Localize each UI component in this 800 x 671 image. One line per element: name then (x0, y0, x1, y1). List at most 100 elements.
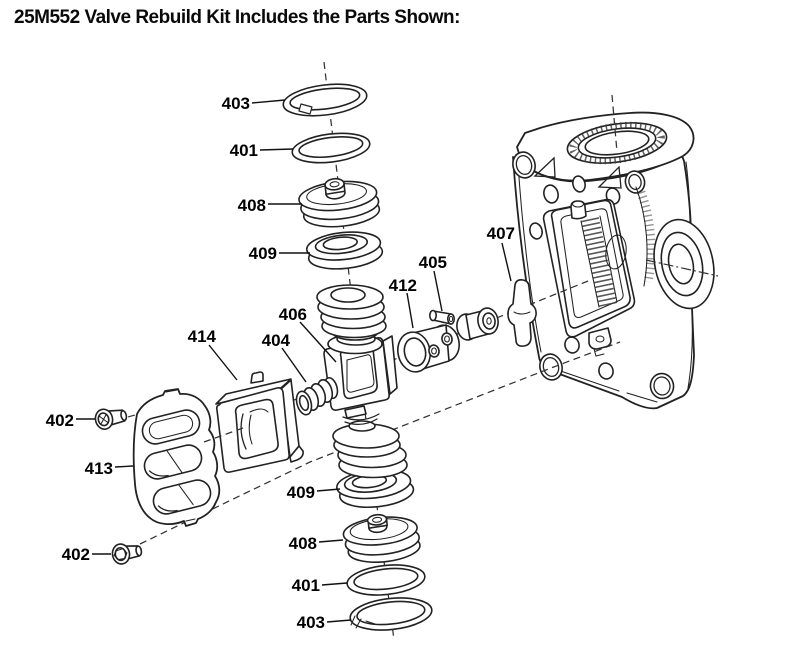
part-406-valve-body (323, 333, 398, 419)
plate-notch-lines (165, 389, 196, 522)
sleeve-edge-left (580, 220, 600, 308)
part-412-sleeve (397, 324, 460, 373)
socket-screw-hex (486, 317, 492, 325)
ring-clasp-detail (298, 103, 313, 115)
block-bottom-lip (289, 445, 304, 463)
sleeve-edge-right (599, 215, 618, 303)
part-label-414: 414 (188, 327, 217, 346)
part-408-piston-bottom (342, 513, 421, 563)
part-label-413: 413 (85, 459, 113, 478)
part-label-403-bottom: 403 (297, 613, 325, 632)
leader-lines (76, 99, 512, 623)
block-top-nub (250, 371, 264, 384)
part-label-402-top: 402 (46, 411, 74, 430)
window-bottom-tab (588, 327, 612, 350)
window-inner (560, 208, 624, 319)
leader-407 (501, 242, 512, 282)
plate-slot-2-divider (166, 450, 183, 473)
screw-tip (135, 545, 143, 557)
part-label-402-bottom: 402 (62, 545, 90, 564)
leader-403-top (251, 99, 286, 104)
chamfer-mark-1 (533, 156, 556, 178)
sleeve-hole-2 (441, 332, 453, 346)
piston-nub-hole (372, 516, 383, 523)
plate-slot-1 (141, 409, 201, 445)
part-408-piston-top (298, 177, 381, 228)
part-label-409-bottom: 409 (287, 483, 315, 502)
chamfer-mark-2 (597, 165, 622, 189)
part-404-spring (295, 376, 339, 416)
plate-slot-2 (143, 444, 203, 480)
screw-recess (114, 547, 127, 562)
block-window (234, 398, 279, 460)
housing-right-edge-line2 (687, 311, 693, 389)
axis-boss (645, 259, 719, 277)
part-labels: 403 401 408 409 406 414 404 402 413 402 … (46, 94, 515, 632)
leader-406 (299, 321, 337, 363)
part-label-401-bottom: 401 (292, 576, 320, 595)
leader-408-bottom (318, 539, 344, 543)
part-label-405: 405 (419, 253, 447, 272)
part-label-408-top: 408 (238, 196, 266, 215)
block-window-depth-1 (240, 413, 247, 450)
screw-tip (120, 410, 128, 422)
axis-screw-bottom (139, 341, 621, 545)
detent-pin-line (513, 311, 531, 315)
plate-slot-3-divider (178, 484, 194, 506)
detent-pin-body (507, 279, 537, 347)
part-label-403-top: 403 (222, 94, 250, 113)
o-ring-inner (298, 136, 364, 159)
part-label-408-bottom: 408 (289, 534, 317, 553)
part-409-seal-bottom (336, 468, 415, 509)
sleeve-open-end-inner (403, 337, 427, 367)
pin-left-end (428, 309, 437, 322)
o-ring-inner (353, 567, 419, 591)
leader-405 (433, 270, 443, 312)
side-boss-bore (667, 243, 695, 285)
body-bottom-tab (344, 405, 367, 419)
leader-413 (114, 465, 134, 468)
plate-slot-2-depth (148, 470, 169, 477)
part-402-screw-top (94, 408, 128, 430)
part-414-seat-housing (215, 371, 304, 473)
plate-slot-3-depth (157, 505, 178, 512)
window-sleeve-hatch (581, 217, 617, 307)
leader-401-top (259, 148, 294, 151)
sleeve-hole-2-inner (444, 335, 450, 343)
washer-arc-2 (344, 418, 378, 426)
part-413-valve-plate (132, 388, 221, 527)
sleeve-hole-1 (428, 344, 440, 358)
piston-nub-top (366, 513, 388, 526)
screw-drive-hex (113, 547, 128, 561)
pin-right-end-inner (448, 315, 454, 323)
leader-401-bottom (321, 582, 348, 586)
seal-hole (322, 236, 359, 251)
housing-foot-line (626, 392, 658, 403)
leader-414 (208, 344, 238, 381)
sleeve-hole-1-inner (431, 347, 437, 355)
part-403-ring-bottom (349, 597, 433, 631)
part-401-o-ring-bottom (346, 564, 426, 596)
part-label-407: 407 (487, 224, 515, 243)
pin-right-end (446, 313, 455, 325)
socket-screw (456, 307, 499, 341)
port-hole-6 (598, 362, 614, 380)
part-label-409-top: 409 (249, 244, 277, 263)
port-hole-1 (543, 184, 559, 204)
leader-403-bottom (326, 619, 352, 623)
housing-left-edge-line (517, 162, 542, 353)
mount-hole-br-inner (653, 376, 671, 396)
block-window-depth-2 (248, 408, 269, 445)
leader-412 (406, 292, 414, 329)
part-label-412: 412 (389, 276, 417, 295)
plate-slot-3 (152, 479, 212, 515)
bore-wall-curve (635, 186, 648, 287)
body-window-inset (346, 354, 375, 393)
part-label-404: 404 (262, 331, 291, 350)
disc-1-hole (330, 287, 366, 303)
ring-clasp-detail (350, 615, 376, 629)
part-409-seal-top (305, 231, 384, 270)
part-label-406: 406 (279, 305, 307, 324)
